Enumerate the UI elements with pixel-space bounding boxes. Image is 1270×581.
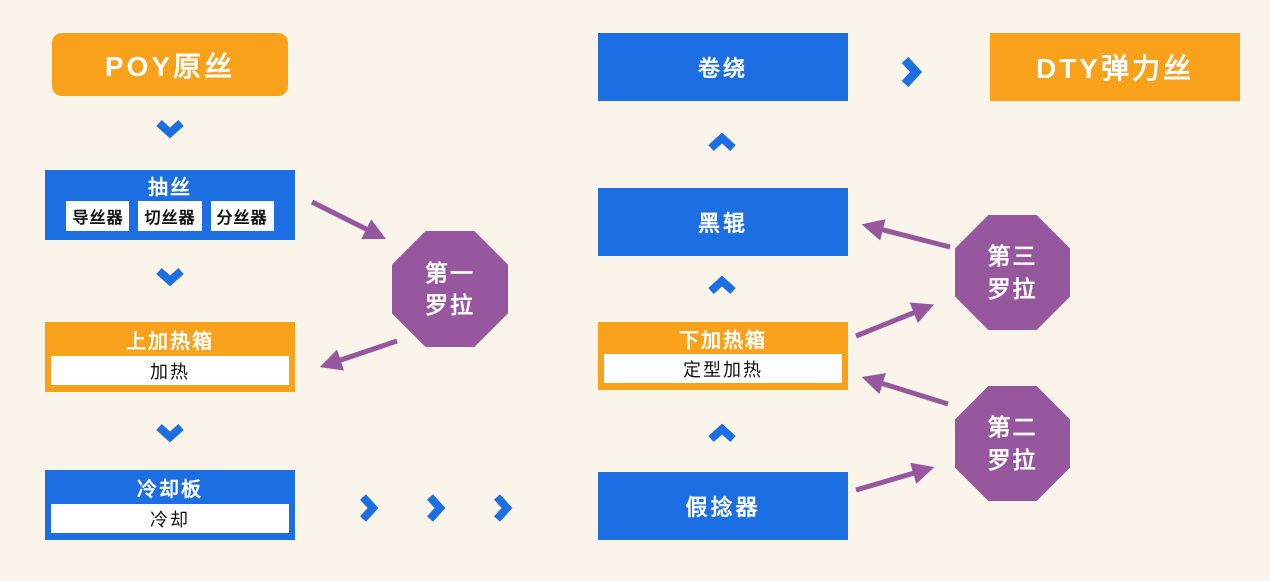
node-dty: DTY弹力丝 — [990, 33, 1240, 101]
node-winding: 卷绕 — [598, 33, 848, 101]
node-second-roller: 第二 罗拉 — [955, 386, 1070, 501]
node-poy-label: POY原丝 — [104, 50, 236, 82]
node-false-twister: 假捻器 — [598, 472, 848, 540]
spinning-part-guide: 导丝器 — [66, 201, 130, 231]
node-black-roller-label: 黑辊 — [697, 211, 748, 236]
node-upper-heater-label: 上加热箱 — [126, 330, 214, 353]
spinning-part-splitter: 分丝器 — [210, 201, 274, 231]
chevron-up-icon — [708, 132, 736, 151]
node-black-roller: 黑辊 — [598, 188, 848, 256]
node-dty-label: DTY弹力丝 — [1035, 53, 1194, 84]
node-second-roller-label: 第二 罗拉 — [988, 411, 1038, 475]
lower-heater-inner-label: 定型加热 — [604, 354, 842, 383]
node-third-roller-label: 第三 罗拉 — [988, 240, 1038, 304]
arrow-false-twister-to-second-roller — [855, 462, 935, 493]
node-poy: POY原丝 — [52, 33, 288, 96]
chevron-down-icon — [156, 268, 184, 287]
node-first-roller-label: 第一 罗拉 — [425, 257, 475, 321]
node-upper-heater: 上加热箱 加热 — [45, 322, 295, 392]
chevron-up-icon — [708, 423, 736, 442]
arrow-third-roller-to-black-roller — [861, 219, 951, 250]
node-spinning-label: 抽丝 — [148, 177, 192, 199]
arrow-first-roller-to-upper-heater — [319, 338, 398, 371]
node-winding-label: 卷绕 — [697, 56, 748, 81]
spinning-part-cutter: 切丝器 — [138, 201, 202, 231]
node-lower-heater-label: 下加热箱 — [679, 329, 767, 352]
chevron-up-icon — [708, 275, 736, 294]
second-roller-line2: 罗拉 — [987, 446, 1038, 473]
node-false-twister-label: 假捻器 — [685, 495, 761, 520]
chevron-right-icon — [427, 494, 446, 522]
upper-heater-inner-label: 加热 — [51, 356, 289, 385]
node-cooling-plate: 冷却板 冷却 — [45, 470, 295, 540]
spinning-parts: 导丝器 切丝器 分丝器 — [45, 201, 295, 240]
arrow-spinning-to-first-roller — [310, 199, 386, 239]
third-roller-line2: 罗拉 — [987, 275, 1038, 302]
node-first-roller: 第一 罗拉 — [392, 231, 508, 347]
second-roller-line1: 第二 — [987, 414, 1038, 441]
first-roller-line2: 罗拉 — [425, 292, 475, 318]
node-third-roller: 第三 罗拉 — [955, 215, 1070, 330]
node-lower-heater: 下加热箱 定型加热 — [598, 322, 848, 390]
node-spinning: 抽丝 导丝器 切丝器 分丝器 — [45, 170, 295, 240]
arrow-lower-heater-to-third-roller — [855, 302, 935, 339]
chevron-down-icon — [156, 424, 184, 443]
third-roller-line1: 第三 — [987, 243, 1038, 270]
chevron-right-icon — [494, 494, 513, 522]
chevron-right-icon — [901, 56, 923, 88]
chevron-right-icon — [360, 494, 379, 522]
chevron-down-icon — [156, 120, 184, 139]
first-roller-line1: 第一 — [425, 259, 475, 286]
cooling-plate-inner-label: 冷却 — [51, 504, 289, 533]
arrow-second-roller-to-lower-heater — [861, 373, 949, 407]
node-cooling-plate-label: 冷却板 — [137, 478, 203, 501]
